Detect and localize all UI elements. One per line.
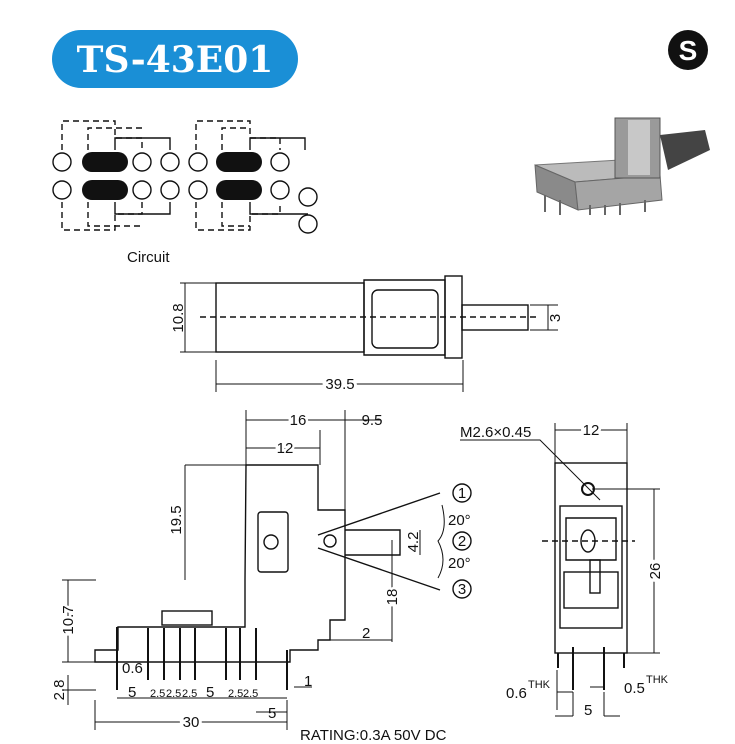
- svg-text:5: 5: [206, 684, 214, 701]
- svg-text:20°: 20°: [448, 555, 471, 572]
- svg-text:5: 5: [584, 702, 592, 719]
- svg-text:2: 2: [362, 625, 370, 642]
- svg-text:2.5: 2.5: [243, 688, 258, 700]
- side-view: 16 12 9.5 19.5 10.7 2.8 0.6 5 2.5 2.5 2.…: [51, 410, 472, 734]
- svg-text:19.5: 19.5: [168, 505, 185, 534]
- brand-logo: S: [668, 30, 708, 70]
- svg-text:39.5: 39.5: [325, 376, 354, 393]
- svg-text:THK: THK: [528, 679, 551, 691]
- svg-text:2.5: 2.5: [228, 688, 243, 700]
- product-photo: [534, 117, 710, 215]
- svg-text:18: 18: [384, 589, 401, 606]
- svg-text:2.5: 2.5: [150, 688, 165, 700]
- svg-text:2: 2: [458, 533, 466, 550]
- svg-text:S: S: [679, 35, 698, 66]
- svg-text:2.5: 2.5: [166, 688, 181, 700]
- svg-text:16: 16: [290, 412, 307, 429]
- svg-text:5: 5: [128, 684, 136, 701]
- svg-text:0.5: 0.5: [624, 680, 645, 697]
- svg-text:2.5: 2.5: [182, 688, 197, 700]
- svg-text:1: 1: [458, 485, 466, 502]
- svg-text:26: 26: [647, 563, 664, 580]
- svg-text:0.6: 0.6: [506, 685, 527, 702]
- svg-text:12: 12: [583, 422, 600, 439]
- circuit-label: Circuit: [127, 249, 170, 266]
- svg-text:20°: 20°: [448, 512, 471, 529]
- svg-text:3: 3: [547, 314, 564, 322]
- svg-text:10.7: 10.7: [60, 605, 77, 634]
- svg-text:M2.6×0.45: M2.6×0.45: [460, 424, 531, 441]
- svg-text:3: 3: [458, 581, 466, 598]
- top-view: 10.8 39.5 3: [170, 275, 564, 396]
- svg-text:2.8: 2.8: [51, 680, 68, 701]
- model-title: TS-43E01: [77, 39, 274, 81]
- circuit-diagram: Circuit: [52, 120, 318, 266]
- svg-text:12: 12: [277, 440, 294, 457]
- svg-text:30: 30: [183, 714, 200, 731]
- svg-text:9.5: 9.5: [362, 412, 383, 429]
- svg-text:THK: THK: [646, 674, 669, 686]
- title-badge: TS-43E01: [52, 30, 298, 88]
- svg-text:1: 1: [304, 673, 312, 690]
- rating-text: RATING:0.3A 50V DC: [300, 727, 447, 744]
- svg-text:10.8: 10.8: [170, 303, 187, 332]
- svg-text:4.2: 4.2: [405, 532, 422, 553]
- svg-text:0.6: 0.6: [122, 660, 143, 677]
- svg-text:5: 5: [268, 705, 276, 722]
- front-view: M2.6×0.45 12 26 0.6 THK 0.5 THK 5: [460, 419, 669, 719]
